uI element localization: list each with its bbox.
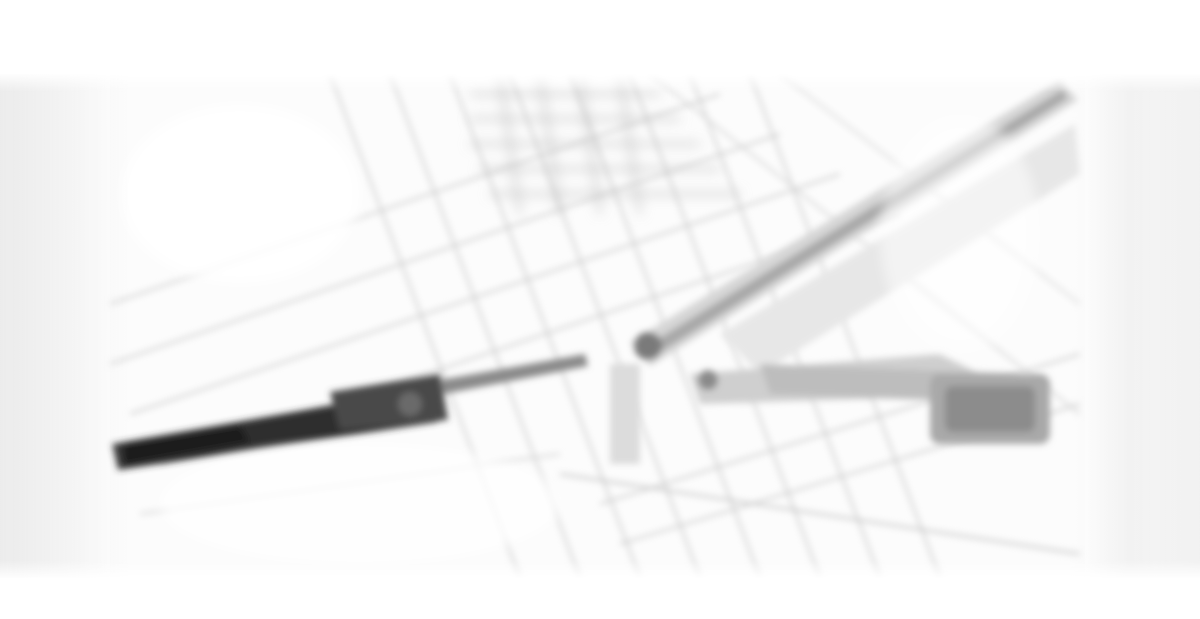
pen-icon <box>112 354 588 470</box>
light-glare <box>120 104 1040 564</box>
hero-banner-image <box>0 74 1200 578</box>
blueprint-illustration <box>109 74 1085 578</box>
hatch-area <box>470 74 740 215</box>
